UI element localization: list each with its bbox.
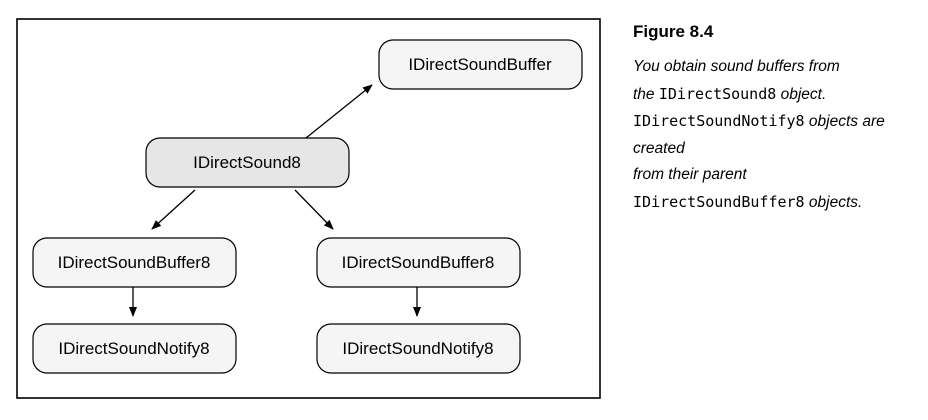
caption-part-2: object. — [780, 85, 827, 103]
caption-code-3: IDirectSoundBuffer8 — [633, 192, 805, 211]
diagram: IDirectSoundBuffer IDirectSound8 IDirect… — [16, 18, 601, 399]
node-top-buffer-label: IDirectSoundBuffer — [408, 55, 552, 74]
node-right-buffer: IDirectSoundBuffer8 — [316, 237, 521, 288]
node-right-buffer-label: IDirectSoundBuffer8 — [342, 253, 495, 272]
figure-caption: Figure 8.4 You obtain sound buffers from… — [633, 22, 923, 216]
node-top-buffer: IDirectSoundBuffer — [378, 39, 583, 90]
node-left-notify-label: IDirectSoundNotify8 — [58, 339, 209, 358]
caption-code-1: IDirectSound8 — [658, 84, 777, 103]
node-left-notify: IDirectSoundNotify8 — [32, 323, 237, 374]
node-right-notify: IDirectSoundNotify8 — [316, 323, 521, 374]
edge-root-to-right-buffer — [294, 189, 334, 230]
node-left-buffer-label: IDirectSoundBuffer8 — [58, 253, 211, 272]
caption-part-4: objects. — [808, 193, 863, 211]
node-root-label: IDirectSound8 — [193, 153, 301, 172]
edge-root-to-top-buffer — [305, 84, 373, 139]
node-root: IDirectSound8 — [145, 137, 350, 188]
diagram-frame — [16, 18, 601, 399]
edge-root-to-left-buffer — [151, 189, 196, 230]
node-left-buffer: IDirectSoundBuffer8 — [32, 237, 237, 288]
node-right-notify-label: IDirectSoundNotify8 — [342, 339, 493, 358]
caption-code-2: IDirectSoundNotify8 — [633, 112, 805, 130]
figure-title: Figure 8.4 — [633, 22, 714, 41]
